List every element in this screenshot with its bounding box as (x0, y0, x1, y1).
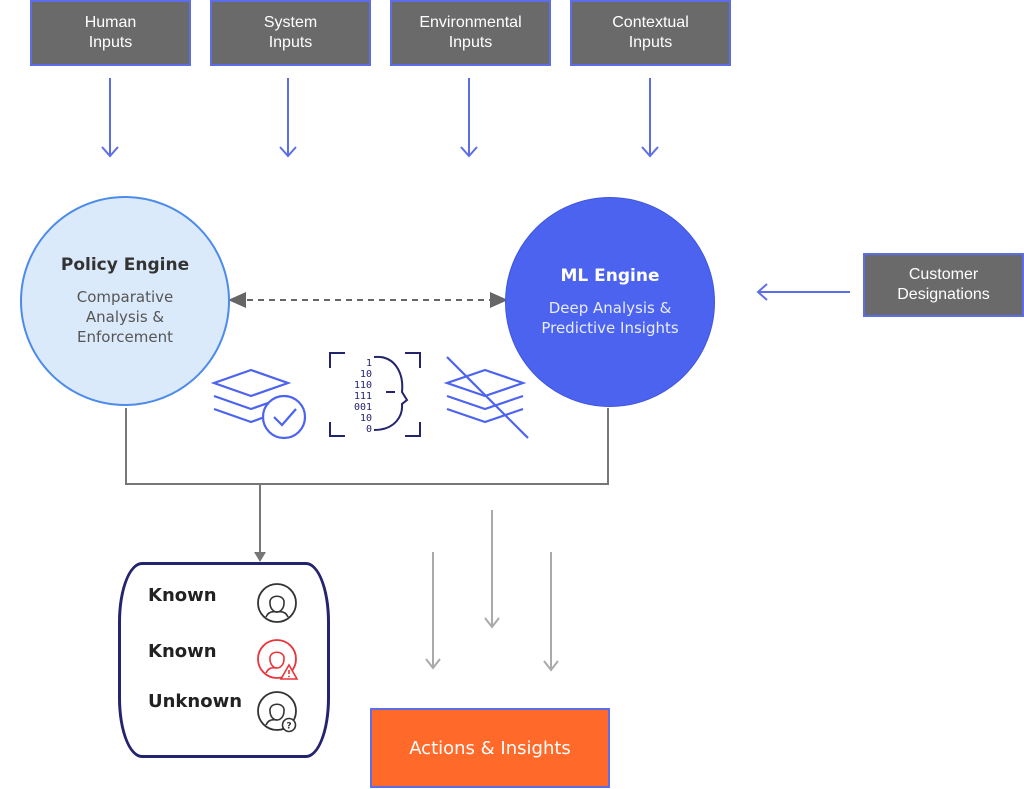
actions-insights-box: Actions & Insights (370, 708, 610, 788)
output-arrows (425, 510, 559, 672)
policy-engine-desc-3: Enforcement (77, 328, 173, 346)
customer-arrow (756, 283, 850, 301)
policy-engine-title: Policy Engine (60, 255, 190, 275)
human-inputs-label-1: Human (84, 14, 137, 31)
merge-bracket (125, 408, 609, 555)
contextual-inputs-label-1: Contextual (612, 14, 689, 31)
human-inputs-box: Human Inputs (30, 0, 191, 66)
person-question-icon: ? (257, 691, 297, 733)
input-arrow-contextual (641, 78, 659, 158)
face-scan-icon (329, 352, 421, 437)
system-inputs-box: System Inputs (210, 0, 371, 66)
input-arrow-environmental (460, 78, 478, 158)
system-inputs-label-1: System (263, 14, 318, 31)
status-label-unknown: Unknown (148, 691, 243, 712)
person-warning-icon (257, 639, 299, 680)
environmental-inputs-box: Environmental Inputs (390, 0, 551, 66)
layers-check-icon (210, 368, 307, 440)
binary-digit: 10 (360, 369, 372, 380)
status-label-known-warning: Known (148, 641, 217, 662)
customer-designations-box: Customer Designations (863, 253, 1024, 317)
customer-designations-label-1: Customer (908, 266, 979, 283)
actions-insights-label: Actions & Insights (409, 737, 571, 759)
policy-engine-node: Policy Engine Comparative Analysis & Enf… (20, 196, 230, 406)
human-inputs-label-2: Inputs (88, 34, 133, 51)
ml-engine-node: ML Engine Deep Analysis & Predictive Ins… (505, 197, 715, 407)
input-arrow-system (279, 78, 297, 158)
policy-engine-desc-1: Comparative (76, 288, 174, 306)
binary-digits: 1 10 110 111 001 10 0 (354, 358, 372, 435)
ml-engine-desc-2: Predictive Insights (541, 319, 679, 337)
status-label-known: Known (148, 585, 217, 606)
binary-digit: 111 (354, 391, 372, 402)
contextual-inputs-label-2: Inputs (628, 34, 673, 51)
ml-engine-title: ML Engine (560, 266, 660, 286)
binary-digit: 0 (366, 424, 372, 435)
policy-engine-desc-2: Analysis & (85, 308, 165, 326)
binary-digit: 1 (366, 358, 372, 369)
ml-engine-desc-1: Deep Analysis & (548, 299, 672, 317)
system-inputs-label-2: Inputs (268, 34, 313, 51)
binary-digit: 001 (354, 402, 372, 413)
layers-off-icon (443, 356, 529, 439)
merge-arrow-head (254, 552, 266, 562)
binary-digit: 110 (354, 380, 372, 391)
customer-designations-label-2: Designations (897, 286, 990, 303)
identity-status-panel: Known Known Unknown ? (118, 562, 330, 758)
binary-digit: 10 (360, 413, 372, 424)
contextual-inputs-box: Contextual Inputs (570, 0, 731, 66)
svg-text:?: ? (286, 722, 291, 732)
environmental-inputs-label-1: Environmental (419, 14, 522, 31)
environmental-inputs-label-2: Inputs (448, 34, 493, 51)
person-icon (257, 583, 297, 623)
input-arrow-human (101, 78, 119, 158)
